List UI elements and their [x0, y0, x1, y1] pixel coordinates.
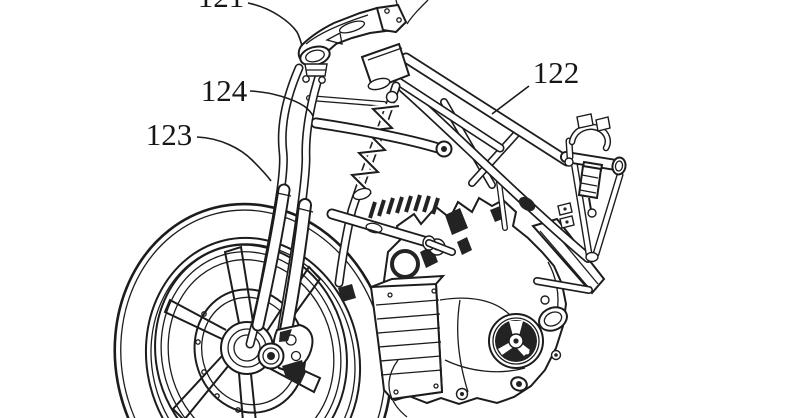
front-wheel: [113, 202, 393, 418]
frame-tube-socket: [611, 156, 627, 176]
side-cover-ring: [390, 249, 420, 279]
brake-caliper: [272, 323, 314, 385]
front-fork: [245, 63, 453, 385]
ref-label-121: 121: [198, 0, 245, 14]
ref-label-123: 123: [146, 117, 193, 152]
coil-spring: [344, 90, 403, 201]
leader-line-124: [249, 90, 314, 117]
cylinder-fins: [338, 194, 505, 302]
annotations: 121 122 123 124: [146, 0, 580, 182]
wheel-rim: [154, 243, 348, 418]
ref-label-124: 124: [201, 73, 248, 108]
ribbed-crankcase: [369, 274, 446, 418]
steering-column: [360, 42, 411, 91]
lower-control-arm: [310, 117, 453, 158]
ref-label-122: 122: [533, 55, 580, 90]
rear-shock: [577, 160, 604, 218]
clutch-cover: [488, 313, 544, 369]
front-axle: [257, 342, 285, 370]
leader-line-121: [247, 2, 303, 47]
leader-line-123: [196, 136, 272, 182]
upper-control-arm: [297, 3, 411, 91]
intake-elbow: [518, 196, 536, 212]
leader-line-122: [491, 85, 530, 115]
